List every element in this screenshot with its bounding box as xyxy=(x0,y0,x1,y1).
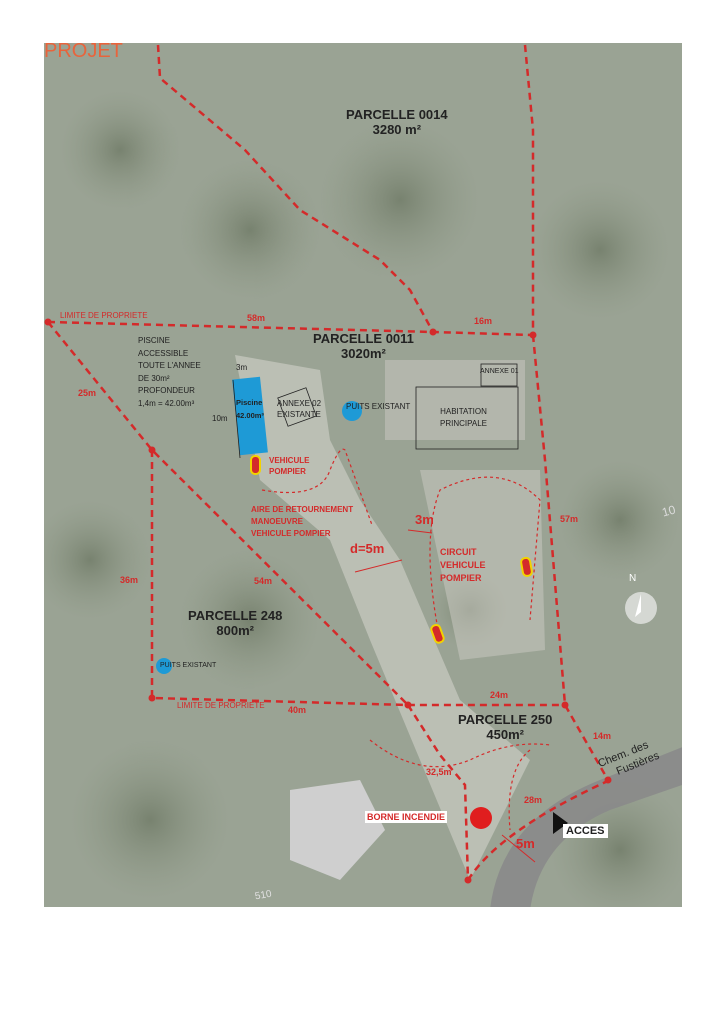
plan-drawing xyxy=(44,44,682,907)
turning-area xyxy=(420,470,545,660)
annexe-01-outline xyxy=(480,363,518,387)
dimension-40m: 40m xyxy=(288,705,307,715)
annexe-02-outline xyxy=(277,387,317,427)
property-limit-label: LIMITE DE PROPRIETE xyxy=(60,311,148,320)
driveway xyxy=(235,355,530,880)
property-limit-label: LIMITE DE PROPRIETE xyxy=(177,701,265,710)
fire-truck-icon xyxy=(430,623,445,644)
dimension-14m: 14m xyxy=(593,731,612,741)
dimension-25m: 25m xyxy=(78,388,97,398)
dimension-32-5m: 32,5m xyxy=(426,767,452,777)
access-label: ACCES xyxy=(563,824,608,838)
neighbour-house xyxy=(290,780,385,880)
well-label: PUITS EXISTANT xyxy=(346,402,411,411)
fire-truck-paths xyxy=(261,448,551,831)
dimension-54m: 54m xyxy=(254,576,273,586)
well-icon xyxy=(156,658,172,674)
compass-north-label: N xyxy=(629,573,637,584)
dimension-16m: 16m xyxy=(474,316,493,326)
dimension-57m: 57m xyxy=(560,514,579,524)
boundary-markers xyxy=(44,318,612,884)
habitation-outline xyxy=(415,386,519,450)
pool-length-label: 10m xyxy=(212,414,228,423)
road xyxy=(490,747,682,907)
fire-truck-icon xyxy=(520,556,533,577)
annexe-01-label: ANNEXE 01 xyxy=(480,368,519,375)
dimension-58m: 58m xyxy=(247,313,266,323)
dimension-28m: 28m xyxy=(524,795,543,805)
dimension-3m: 3m xyxy=(415,512,434,527)
dimension-24m: 24m xyxy=(490,690,509,700)
page-title: PROJET xyxy=(44,40,123,62)
compass-icon xyxy=(625,592,657,624)
well-icon xyxy=(342,401,362,421)
fire-truck-icon xyxy=(250,455,261,475)
pool-width-label: 3m xyxy=(236,363,248,372)
site-plan-map xyxy=(44,43,682,907)
dimension-36m: 36m xyxy=(120,575,139,585)
dimension-road-5m: 5m xyxy=(516,836,535,851)
pool-shape xyxy=(232,376,268,456)
fire-hydrant-icon xyxy=(470,807,492,829)
dimension-lines xyxy=(354,529,536,863)
dimension-d5m: d=5m xyxy=(350,541,385,556)
access-arrow-icon xyxy=(553,812,568,834)
fire-hydrant-label: BORNE INCENDIE xyxy=(365,811,448,823)
well-label: PUITS EXISTANT xyxy=(160,662,217,669)
house-roof xyxy=(385,360,525,440)
